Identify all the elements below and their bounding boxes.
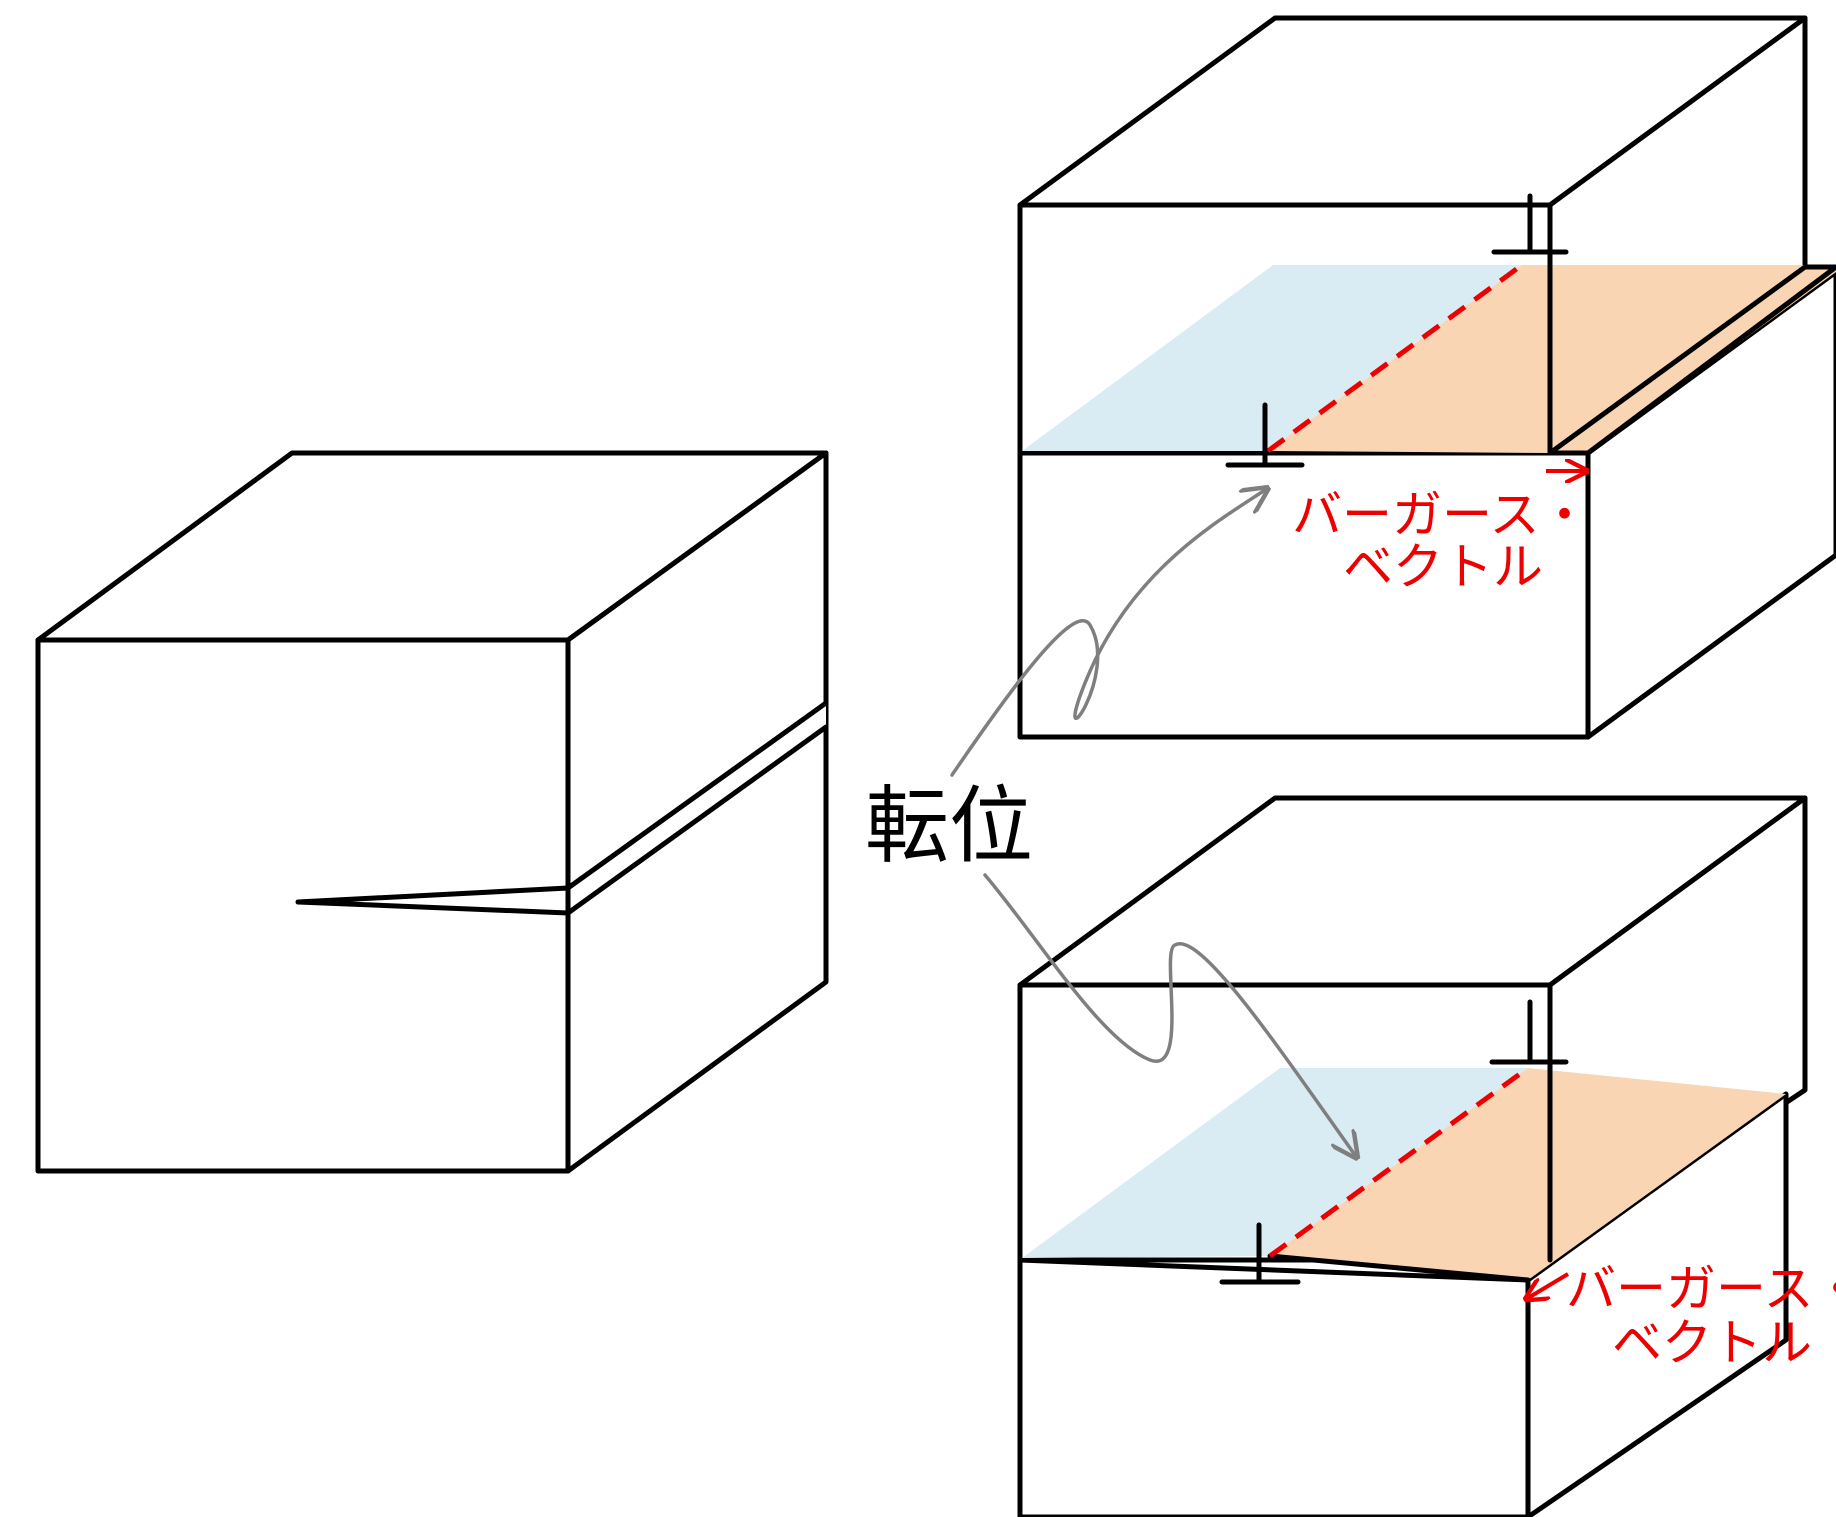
bottom-block-dislocation-line (1268, 1065, 1530, 1259)
top-block-dislocation-symbol-front (1225, 402, 1305, 468)
bottom-block-dislocation-symbol-back (1489, 999, 1569, 1065)
dislocation-pointer-to-top-block (950, 490, 1265, 777)
top-block-burgers-label-line1: バーガース・ (1292, 486, 1590, 544)
left-block-crack-gap (568, 703, 826, 913)
left-block (35, 450, 829, 1174)
bottom-right-block: バーガース・ ベクトル (1017, 795, 1836, 1517)
bottom-block-lower-front-face (1017, 1257, 1531, 1517)
top-right-block: バーガース・ ベクトル (1017, 15, 1836, 740)
bottom-block-slip-plane-unslipped (1022, 1068, 1528, 1258)
left-block-crack-wedge (295, 885, 571, 916)
top-block-slip-plane-unslipped (1022, 265, 1522, 451)
bottom-block-burgers-label-line2: ベクトル (1612, 1314, 1812, 1372)
top-block-dislocation-line (1266, 262, 1524, 454)
bottom-block-dislocation-symbol-front (1219, 1222, 1301, 1285)
dislocation-pointer-to-bottom-block (983, 873, 1355, 1155)
top-block-burgers-label-line2: ベクトル (1343, 538, 1543, 596)
bottom-block-burgers-label-line1: バーガース・ (1566, 1260, 1836, 1318)
bottom-block-slip-plane-slipped (1270, 1068, 1786, 1280)
left-block-crack-upper-edge (565, 700, 829, 891)
bottom-block-burgers-vector-arrow (1528, 1272, 1570, 1298)
top-block-dislocation-symbol-back (1491, 193, 1569, 255)
top-block-lower-side-face (1585, 269, 1836, 740)
bottom-block-slip-wedge-edge (1267, 1253, 1531, 1283)
dislocation-label: 転位 (865, 777, 1033, 875)
left-block-crack-lower-edge (565, 724, 829, 916)
